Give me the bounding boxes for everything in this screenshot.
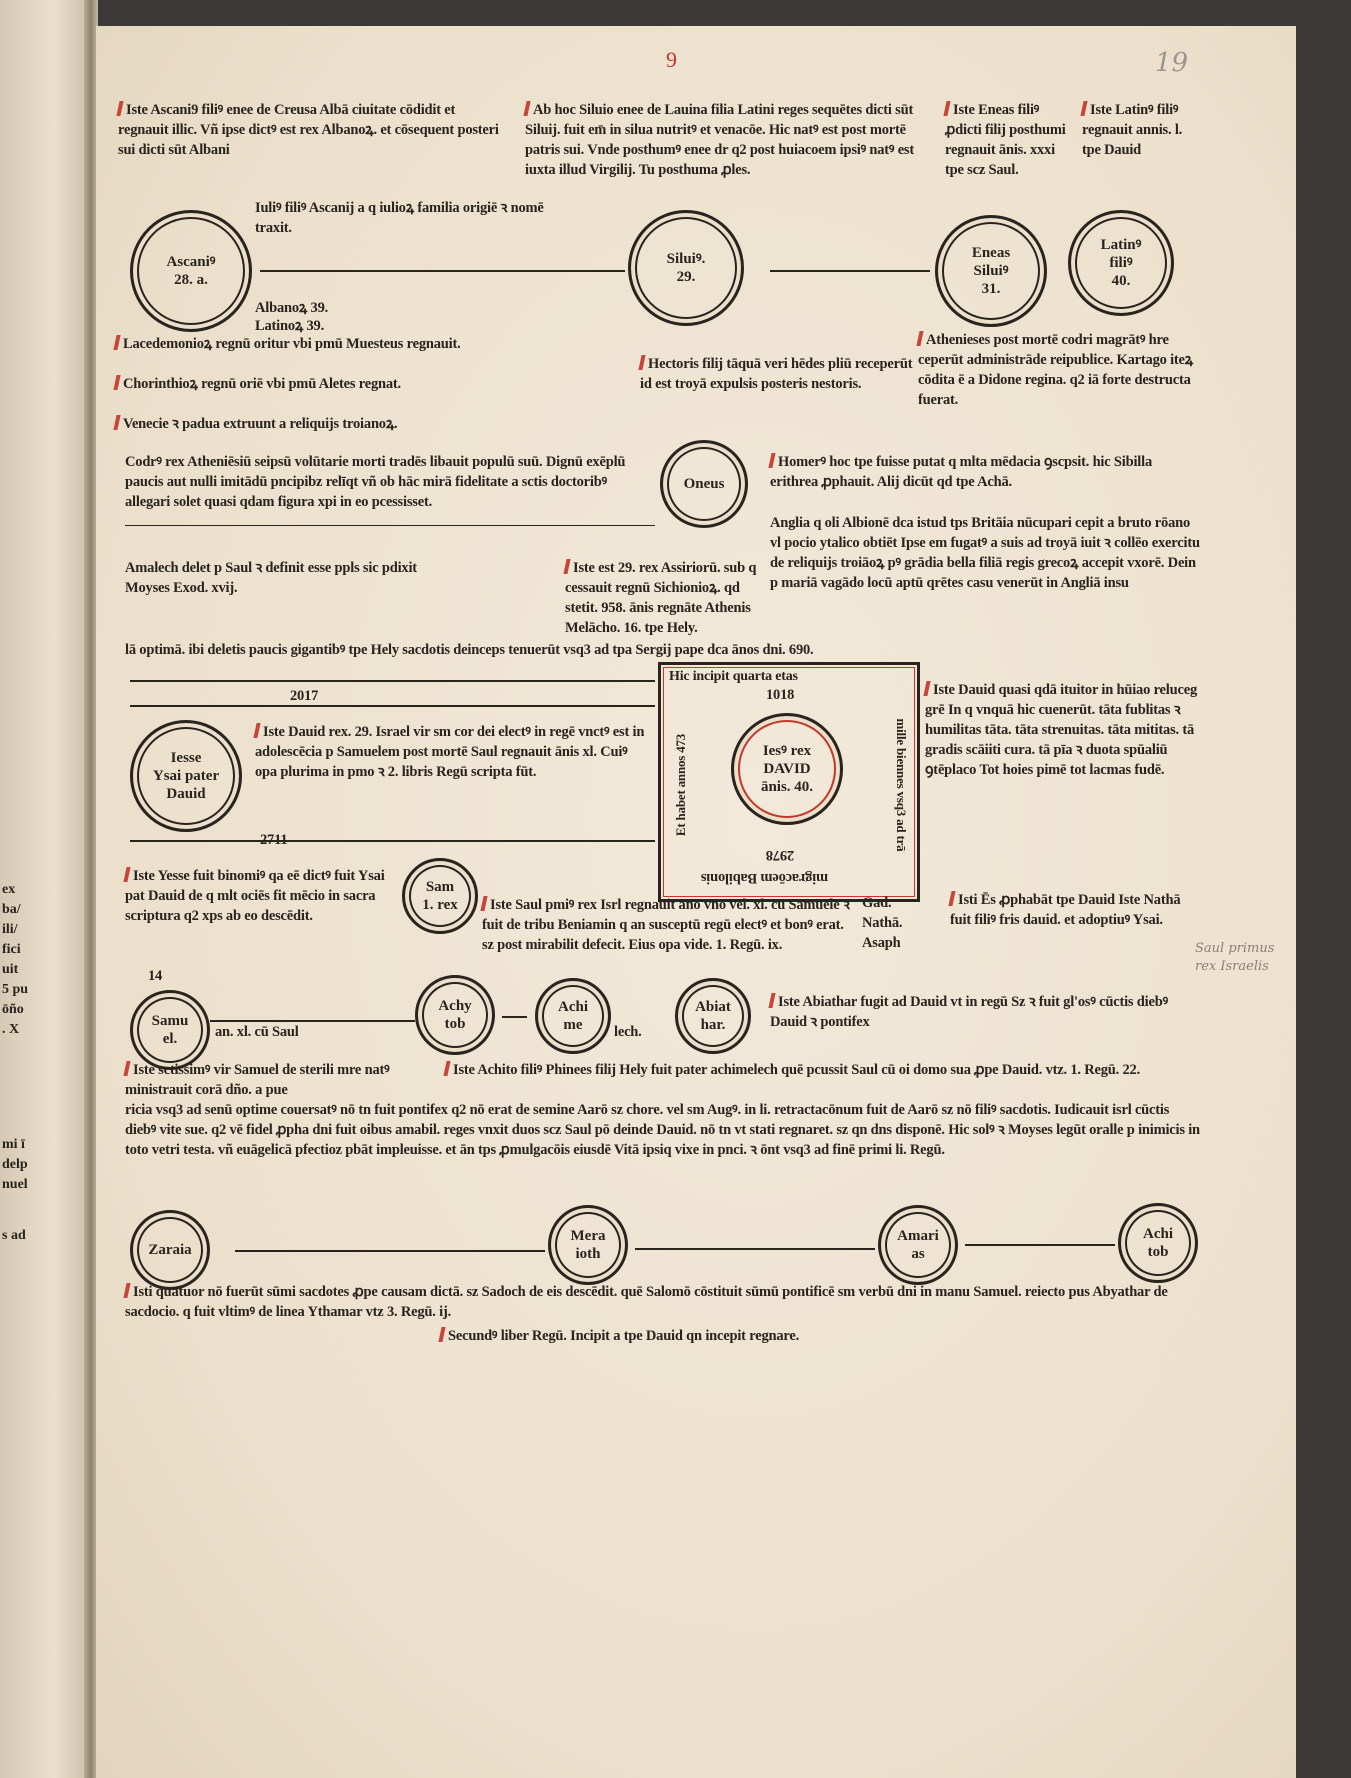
year-2711: 2711 (260, 832, 288, 848)
number-14: 14 (148, 968, 163, 984)
left-fragment: ex ba/ ili/ fici uit 5 pu ōño . X (2, 882, 29, 1037)
lineage-line (965, 1244, 1115, 1246)
circle-silvius: Siluiꝰ.29. (628, 210, 744, 326)
rule (130, 705, 655, 707)
age-box-title: Hic incipit quarta etas (669, 669, 798, 684)
text-iesse: Iste Yesse fuit binomiꝰ qa eē dictꝰ fuit… (123, 867, 385, 924)
text-abiathar: Iste Abiathar fugit ad Dauid vt in regū … (768, 993, 1168, 1030)
text-lech: lech. (614, 1024, 642, 1040)
text-amalech: Amalech delet p Saul ꝛ definit esse ppls… (125, 560, 417, 596)
text-albanorum: Albanoꝝ 39. (255, 300, 329, 316)
rule (130, 840, 655, 842)
lineage-line (235, 1250, 545, 1252)
text-iulius: Iuliꝰ filiꝰ Ascanij a q iulioꝝ familia o… (255, 200, 544, 236)
text-codrus: Codrꝰ rex Atheniēsiū seipsū volūtarie mo… (125, 454, 626, 510)
fourth-age-box: Hic incipit quarta etas 1018 Et habet an… (658, 662, 920, 902)
text-latinus: Iste Latinꝰ filiꝰ regnauit annis. l. tpe… (1080, 101, 1183, 158)
text-samuel: Iste sctissimꝰ vir Samuel de sterili mre… (123, 1061, 390, 1098)
text-high-priests: Isti quatuor nō fuerūt sūmi sacdotes ꝓpe… (123, 1283, 1168, 1320)
text-eneas: Iste Eneas filiꝰ ꝓdicti filij posthumi r… (943, 101, 1066, 178)
text-silvius: Ab hoc Siluio enee de Lauina filia Latin… (523, 101, 914, 178)
text-optima: lā optimā. ibi deletis paucis gigantibꝰ … (125, 642, 814, 658)
circle-zaraia: Zaraia (130, 1210, 210, 1290)
circle-oneus: Oneus (660, 440, 748, 528)
text-saul: Iste Saul pmiꝰ rex Isrl regnauit āno vno… (480, 896, 850, 953)
year-2017: 2017 (290, 688, 319, 704)
text-assyria: Iste est 29. rex Assiriorū. sub q cessau… (563, 559, 757, 636)
rule (125, 525, 655, 526)
rule (130, 680, 655, 682)
lineage-line (210, 1020, 415, 1022)
lineage-line (260, 270, 625, 272)
lineage-line (502, 1016, 527, 1018)
age-box-bottom: migracōem Babilonis (701, 870, 829, 886)
left-fragment: mi ī delp nuel (2, 1137, 28, 1192)
left-fragment: s ad (2, 1228, 26, 1243)
age-box-right: mille biennes vsq3 ad trā (894, 718, 909, 852)
text-hectoris: Hectoris filij tāquā veri hēdes pliū rec… (638, 355, 913, 392)
text-corinth: Chorinthioꝝ regnū oriē vbi pmū Aletes re… (113, 374, 401, 394)
text-prophets: Gad. Nathā. Asaph (862, 895, 903, 951)
text-nathan: Isti Ēs ꝓphabāt tpe Dauid Iste Nathā fui… (948, 891, 1181, 928)
text-samuel-line: an. xl. cū Saul (215, 1024, 299, 1040)
age-box-year-bottom: 2978 (766, 847, 795, 863)
age-box-year-top: 1018 (766, 687, 795, 703)
text-homer: Homerꝰ hoc tpe fuisse putat q mlta mēdac… (768, 453, 1153, 490)
text-secundus-liber: Secundꝰ liber Regū. Incipit a tpe Dauid … (438, 1326, 799, 1346)
lineage-line (770, 270, 930, 272)
text-david-rex: Iste Dauid rex. 29. Israel vir sm cor de… (253, 723, 645, 780)
text-achito: Iste Achito filiꝰ Phinees filij Hely fui… (443, 1060, 1200, 1080)
text-ascanius: Iste Ascani9 filiꝰ enee de Creusa Albā c… (116, 101, 499, 158)
left-page-edge: ex ba/ ili/ fici uit 5 pu ōño . X mi ī d… (0, 0, 90, 1778)
text-lacedemonia: Lacedemonioꝝ regnū oritur vbi pmū Mueste… (113, 334, 461, 354)
text-latinorum: Latinoꝝ 39. (255, 318, 325, 334)
gutter (84, 0, 98, 1778)
red-number: 9 (666, 47, 677, 72)
folio-number: 19 (1155, 48, 1189, 78)
text-venice: Venecie ꝛ padua extruunt a reliquijs tro… (113, 414, 398, 434)
text-samuel-cont: ricia vsq3 ad senū optime couersatꝰ nō t… (125, 1102, 1200, 1158)
text-david-praise: Iste Dauid quasi qdā ituitor in hūiao re… (923, 681, 1198, 778)
text-athens: Athenieses post mortē codri magrātꝰ hre … (916, 331, 1193, 408)
text-anglia: Anglia q oli Albionē dca istud tps Britā… (770, 515, 1200, 591)
margin-note: Saul primus rex Israelis (1195, 941, 1275, 974)
lineage-line (635, 1248, 875, 1250)
age-box-left: Et habet annos 473 (673, 733, 688, 837)
